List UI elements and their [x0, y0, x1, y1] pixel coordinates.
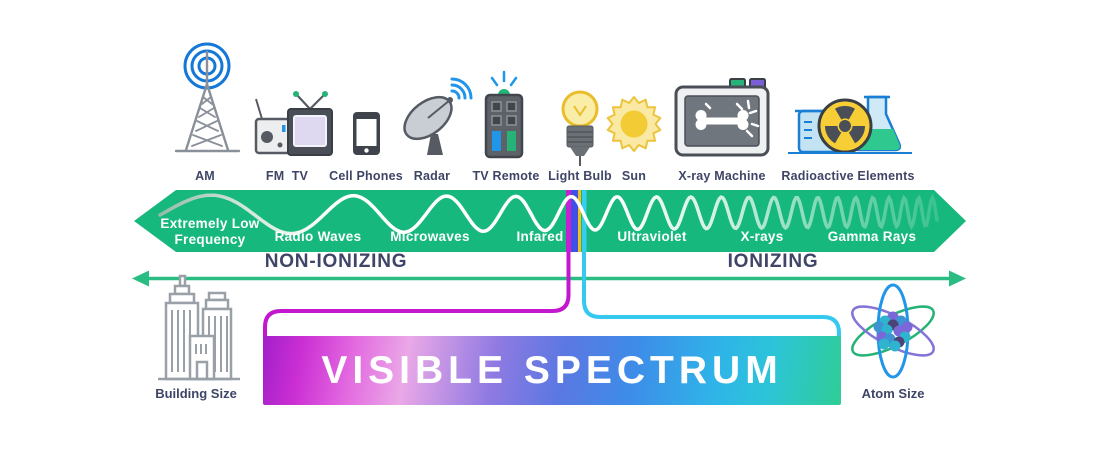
device-label-radar: Radar: [413, 169, 451, 183]
magenta-bracket-line: [263, 252, 571, 337]
atom-icon: [851, 283, 935, 379]
frequency-wave: [158, 193, 939, 236]
right-arrowhead-icon: [949, 270, 966, 287]
band-label-radio-waves: Radio Waves: [274, 229, 362, 244]
cyan-bracket-line: [582, 252, 841, 341]
non-ionizing-label: NON-IONIZING: [264, 251, 408, 272]
cell-phone-icon: [353, 112, 380, 155]
visible-light-stripe: [566, 190, 587, 252]
spectrum-band-arrow: [134, 190, 966, 252]
visible-spectrum-title: VISIBLE SPECTRUM: [321, 348, 783, 392]
band-label-xrays: X-rays: [740, 229, 784, 244]
device-label-tv-remote: TV Remote: [472, 169, 540, 183]
ionizing-axis-line: [132, 270, 966, 287]
fm-radio-tv-icon: [254, 91, 333, 156]
building-icon: [158, 274, 240, 381]
visible-spectrum-banner: VISIBLE SPECTRUM: [263, 336, 841, 405]
light-bulb-icon: [561, 90, 599, 166]
ionizing-label: IONIZING: [727, 251, 819, 272]
band-label-extremely-low-frequency: Extremely Low Frequency: [160, 216, 260, 247]
radar-dish-icon: [403, 77, 473, 155]
device-label-xray-machine: X-ray Machine: [678, 169, 766, 183]
band-label-ultraviolet: Ultraviolet: [617, 229, 687, 244]
device-label-light-bulb: Light Bulb: [548, 169, 612, 183]
device-label-sun: Sun: [621, 169, 647, 183]
band-label-infared: Infared: [516, 229, 564, 244]
atom-nucleus: [873, 311, 913, 352]
bone-graphic: [695, 110, 749, 130]
xray-machine-icon: [674, 78, 770, 157]
am-radio-tower-icon: [174, 42, 241, 153]
device-label-radioactive-elements: Radioactive Elements: [781, 169, 915, 183]
left-arrowhead-icon: [132, 270, 149, 287]
radioactive-elements-icon: [788, 95, 912, 154]
building-size-label: Building Size: [155, 386, 237, 401]
tv-remote-icon: [484, 70, 524, 159]
atom-size-label: Atom Size: [861, 386, 925, 401]
device-label-fm-tv: FM TV: [265, 169, 309, 183]
sun-icon: [606, 96, 662, 152]
device-label-cell-phones: Cell Phones: [329, 169, 403, 183]
band-label-gamma-rays: Gamma Rays: [827, 229, 917, 244]
device-label-am: AM: [195, 169, 215, 183]
band-label-microwaves: Microwaves: [390, 229, 470, 244]
